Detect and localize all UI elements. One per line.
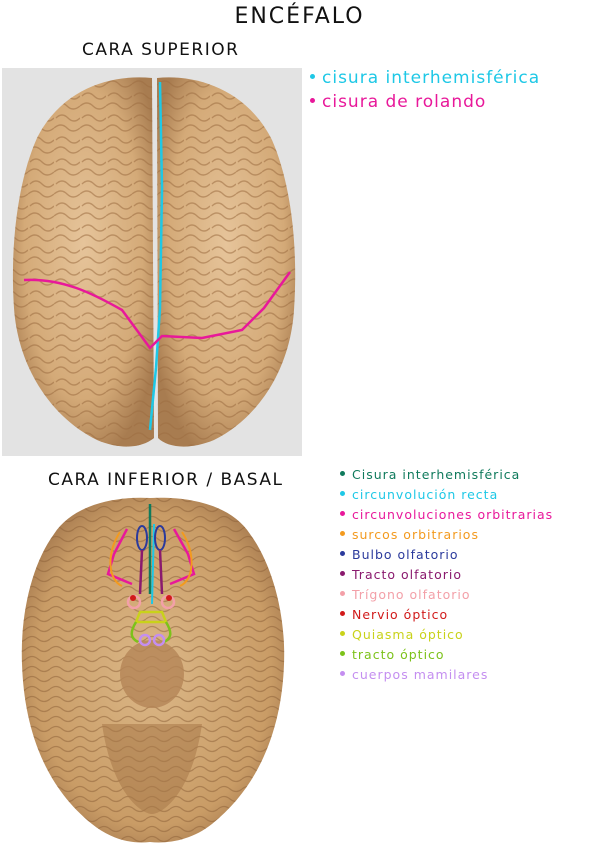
legend-bullet-icon [340,571,345,576]
superior-legend: cisura interhemisférica cisura de rolando [310,66,540,114]
right-hemisphere [157,77,296,447]
legend-bullet-icon [340,551,345,556]
superior-view-label: CARA SUPERIOR [82,40,240,60]
basal-brain-surface [21,497,285,843]
legend-item: Nervio óptico [340,605,553,625]
superior-brain-photo [2,68,302,456]
legend-bullet-icon [340,671,345,676]
inferior-legend: Cisura interhemisférica circunvolución re… [340,465,553,685]
legend-item-label: cisura interhemisférica [322,68,541,88]
basal-annotations [106,504,196,647]
inferior-view-label: CARA INFERIOR / BASAL [48,470,284,490]
legend-item: cuerpos mamilares [340,665,553,685]
legend-bullet-icon [340,511,345,516]
legend-item-label: cisura de rolando [322,92,487,112]
legend-item-label: Trígono olfatorio [352,587,471,602]
interhemispheric-fissure-line [148,81,164,431]
legend-item: cisura de rolando [310,90,540,114]
legend-item: Bulbo olfatorio [340,545,553,565]
left-hemisphere [12,77,155,447]
legend-item: Trígono olfatorio [340,585,553,605]
legend-item-label: Quiasma óptico [352,627,464,642]
legend-item-label: cuerpos mamilares [352,667,489,682]
page-title: ENCÉFALO [234,4,365,29]
legend-item-label: Cisura interhemisférica [352,467,521,482]
legend-bullet-icon [340,611,345,616]
legend-item: circunvolución recta [340,485,553,505]
legend-bullet-icon [340,491,345,496]
rolando-fissure-line [23,271,292,350]
legend-item: tracto óptico [340,645,553,665]
legend-item-label: surcos orbitrarios [352,527,479,542]
legend-bullet-icon [310,73,315,79]
legend-item: cisura interhemisférica [310,66,540,90]
inferior-brain-photo [2,494,302,848]
legend-bullet-icon [340,471,345,476]
legend-item: Quiasma óptico [340,625,553,645]
legend-bullet-icon [340,651,345,656]
legend-item-label: Tracto olfatorio [352,567,462,582]
legend-item: Tracto olfatorio [340,565,553,585]
legend-bullet-icon [340,531,345,536]
legend-bullet-icon [310,97,315,103]
legend-item-label: circunvoluciones orbitrarias [352,507,554,522]
legend-bullet-icon [340,631,345,636]
legend-item-label: tracto óptico [352,647,445,662]
legend-item: surcos orbitrarios [340,525,553,545]
legend-item-label: Bulbo olfatorio [352,547,459,562]
legend-item-label: circunvolución recta [352,487,499,502]
legend-item: Cisura interhemisférica [340,465,553,485]
legend-item: circunvoluciones orbitrarias [340,505,553,525]
legend-item-label: Nervio óptico [352,607,449,622]
legend-bullet-icon [340,591,345,596]
